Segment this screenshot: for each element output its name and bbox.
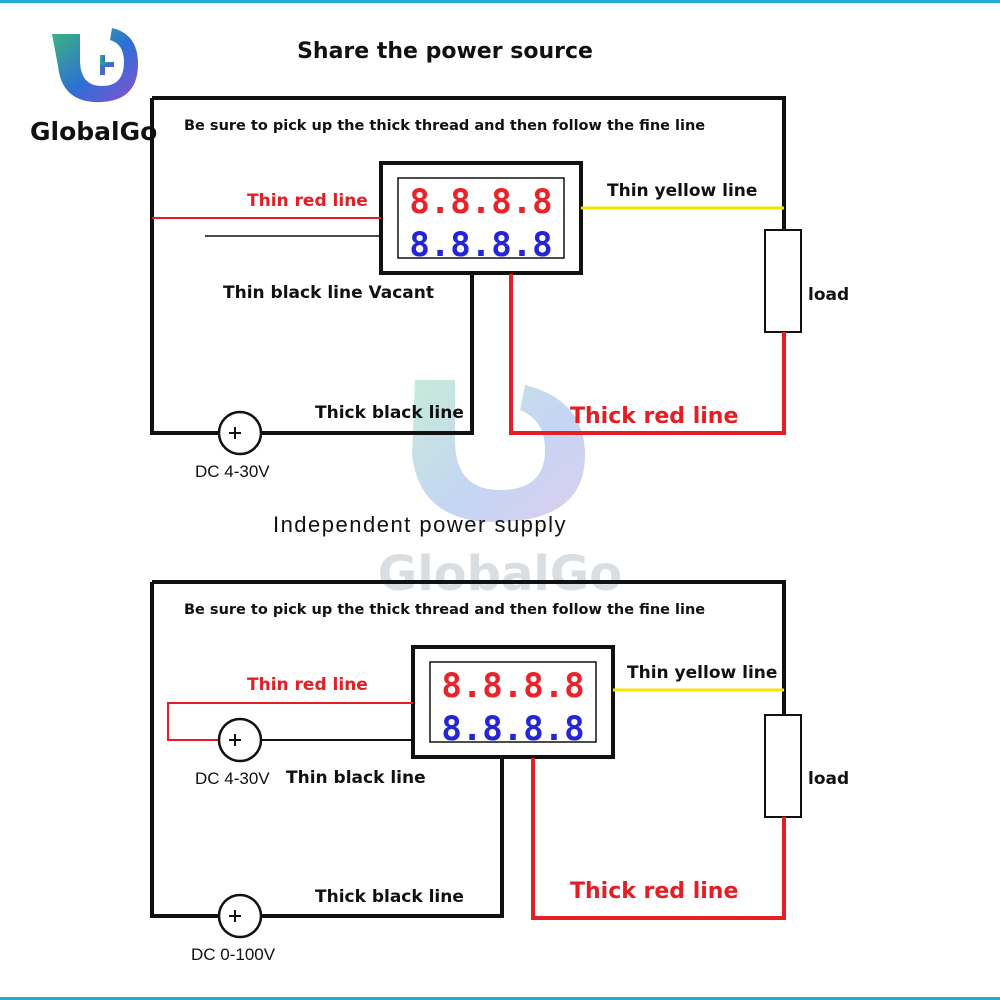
- diagram-independent-power: Independent power supply Be sure to pick…: [150, 512, 849, 964]
- diagram2-display-red: 8.8.8.8: [441, 666, 584, 706]
- outer-loop-wire-2: [152, 580, 786, 715]
- diagram-share-power: Share the power source Be sure to pick u…: [150, 39, 849, 481]
- diagram1-load-label: load: [808, 285, 849, 305]
- diagram2-dc-source-small: DC 4-30V: [195, 717, 270, 788]
- outer-loop-wire: [152, 96, 786, 230]
- diagram2-instruction: Be sure to pick up the thick thread and …: [184, 602, 705, 618]
- diagram1-source-label: DC 4-30V: [195, 462, 270, 481]
- diagram2-load-label: load: [808, 769, 849, 789]
- diagram2-thick-red-wire: [531, 758, 786, 920]
- diagram2-title: Independent power supply: [273, 512, 567, 537]
- diagram2-dc-source-main: DC 0-100V: [191, 893, 276, 964]
- diagram1-thin-black-label: Thin black line Vacant: [223, 283, 434, 303]
- diagram2-display-blue: 8.8.8.8: [441, 709, 584, 749]
- diagram1-title: Share the power source: [297, 39, 593, 64]
- diagram2-thin-red-label: Thin red line: [247, 675, 368, 695]
- watermark-text: GlobalGo: [378, 546, 622, 602]
- diagram2-thin-black-label: Thin black line: [286, 768, 426, 788]
- diagram1-thick-red-wire: [509, 274, 786, 435]
- diagram1-thin-red-label: Thin red line: [247, 191, 368, 211]
- diagram1-thick-red-label: Thick red line: [570, 404, 738, 429]
- diagram2-thick-red-label: Thick red line: [570, 879, 738, 904]
- diagram1-meter: 8.8.8.8 8.8.8.8: [379, 161, 583, 275]
- diagram1-display-red: 8.8.8.8: [409, 182, 552, 222]
- brand-logo: GlobalGo: [30, 28, 157, 146]
- bottom-border: [0, 997, 1000, 1000]
- diagram2-load: [764, 714, 802, 818]
- top-border: [0, 0, 1000, 3]
- brand-name: GlobalGo: [30, 117, 157, 146]
- diagram1-thin-yellow-label: Thin yellow line: [607, 181, 757, 201]
- diagram1-thick-black-label: Thick black line: [315, 403, 464, 423]
- diagram1-load: [764, 229, 802, 333]
- diagram2-source-main-label: DC 0-100V: [191, 945, 276, 964]
- logo-mark-icon: [52, 28, 138, 103]
- diagram2-thick-black-label: Thick black line: [315, 887, 464, 907]
- diagram1-instruction: Be sure to pick up the thick thread and …: [184, 118, 705, 134]
- diagram2-thin-red-wire: [167, 702, 413, 741]
- diagram2-thin-yellow-label: Thin yellow line: [627, 663, 777, 683]
- watermark: GlobalGo: [378, 380, 622, 602]
- diagram2-meter: 8.8.8.8 8.8.8.8: [411, 645, 615, 759]
- diagram1-dc-source: DC 4-30V: [195, 410, 270, 481]
- diagram1-display-blue: 8.8.8.8: [409, 225, 552, 265]
- diagram2-source-small-label: DC 4-30V: [195, 769, 270, 788]
